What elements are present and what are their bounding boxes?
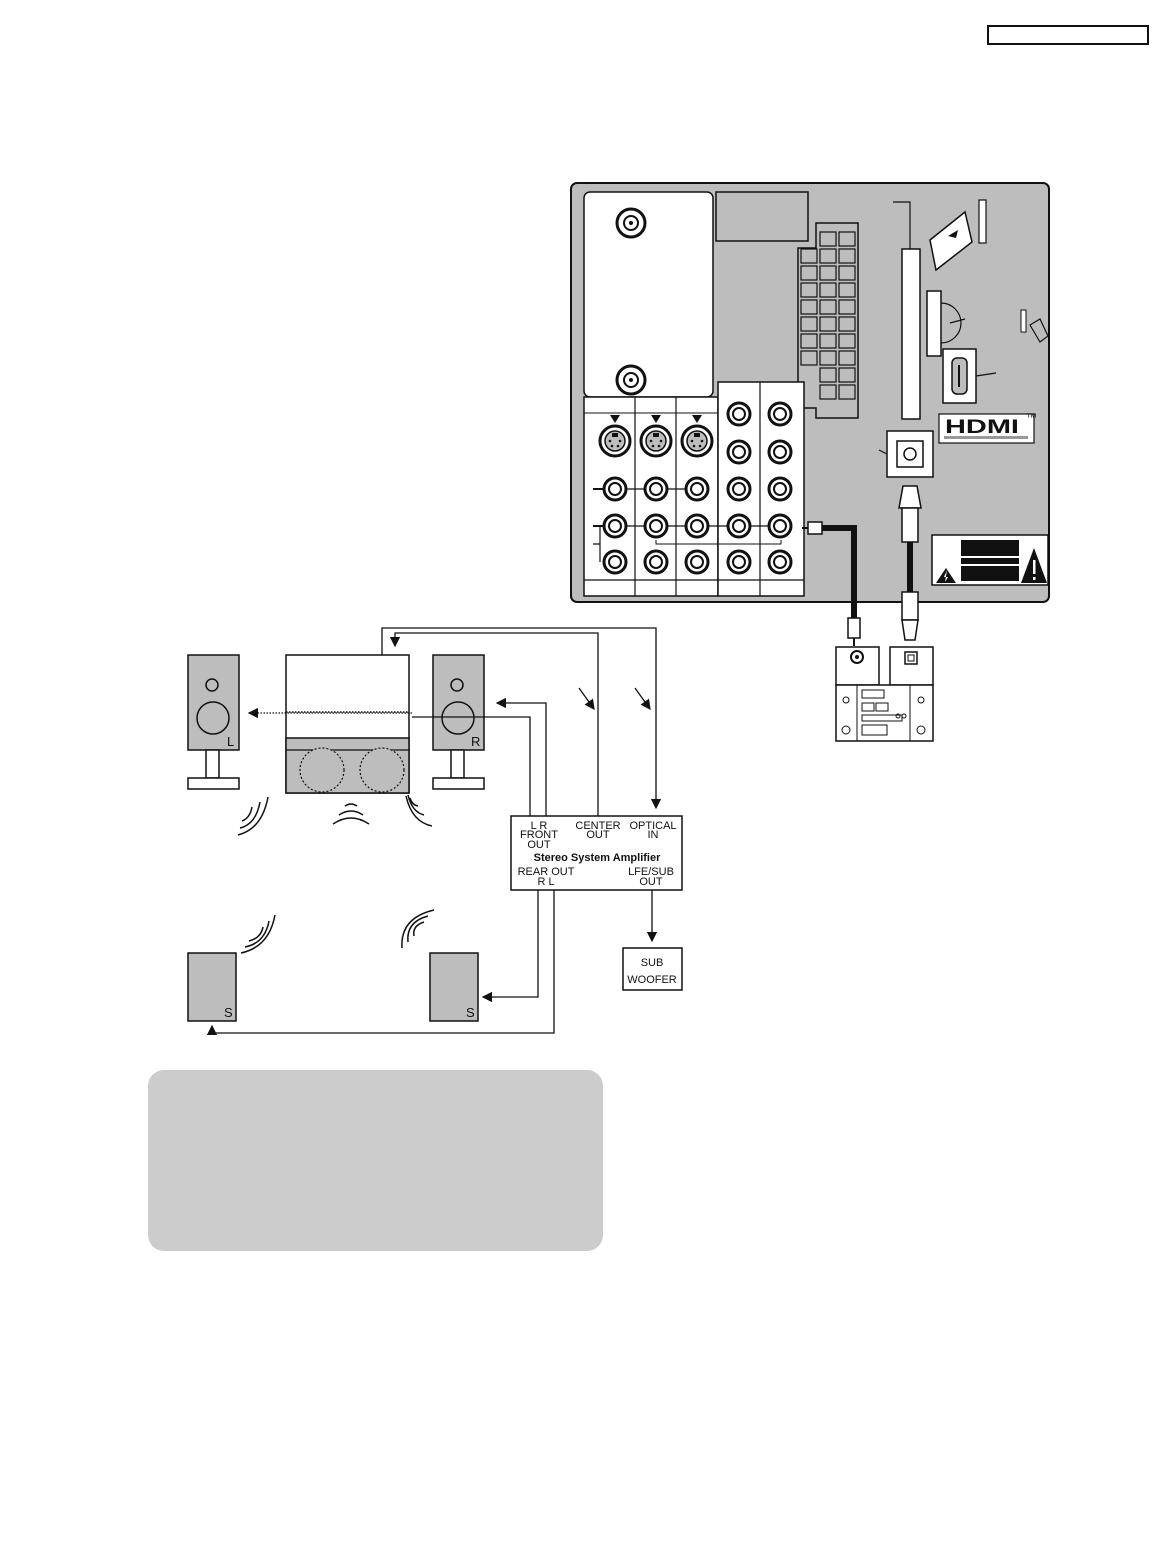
rca-jack bbox=[767, 513, 793, 539]
rca-jack bbox=[767, 476, 793, 502]
pc-card-slot bbox=[901, 248, 921, 420]
lfe-sub-out-label: LFE/SUB bbox=[628, 866, 674, 878]
svg-text:™: ™ bbox=[1026, 412, 1037, 424]
svg-text:IN: IN bbox=[648, 829, 659, 841]
rca-jack bbox=[726, 476, 752, 502]
rca-jack bbox=[684, 476, 710, 502]
stereo-system-amplifier: L R FRONT OUT CENTER OUT OPTICAL IN Ster… bbox=[510, 815, 683, 891]
warning-label bbox=[931, 534, 1049, 586]
tv-rear-panel: HDMI ™ bbox=[570, 182, 1050, 603]
note-panel bbox=[148, 1070, 603, 1251]
rca-jack bbox=[643, 476, 669, 502]
speaker-wiring bbox=[206, 627, 662, 1036]
hdmi-port bbox=[942, 348, 997, 404]
rca-jack bbox=[643, 513, 669, 539]
front-out-lr-label: L R bbox=[531, 820, 548, 832]
svg-text:HDMI: HDMI bbox=[945, 417, 1019, 438]
rear-out-label: REAR OUT bbox=[518, 866, 575, 878]
svg-text:S: S bbox=[224, 1005, 233, 1020]
hdmi-logo: HDMI ™ bbox=[938, 412, 1037, 444]
center-out-label: CENTER bbox=[575, 820, 620, 832]
svg-text:OUT: OUT bbox=[527, 839, 551, 851]
rca-jack bbox=[602, 513, 628, 539]
rca-jack bbox=[602, 476, 628, 502]
svg-text:R L: R L bbox=[537, 876, 554, 888]
svg-text:R: R bbox=[471, 734, 480, 749]
rca-jack bbox=[767, 549, 793, 575]
sd-card-slot bbox=[926, 290, 942, 357]
optical-digital-cable bbox=[898, 485, 922, 641]
s-video-port bbox=[680, 424, 714, 458]
sound-wave-icons bbox=[237, 794, 435, 954]
svg-text:L: L bbox=[227, 734, 234, 749]
front-right-speaker: R bbox=[432, 654, 485, 790]
antenna-terminal-block bbox=[583, 191, 714, 398]
subwoofer-box: SUB WOOFER bbox=[622, 947, 683, 991]
front-out-label: FRONT bbox=[520, 829, 558, 841]
s-video-port bbox=[598, 424, 632, 458]
optical-in-label: OPTICAL bbox=[629, 820, 676, 832]
av-input-section bbox=[583, 381, 805, 597]
rca-jack bbox=[767, 401, 793, 427]
rca-jack bbox=[684, 549, 710, 575]
sd-card-icon bbox=[1020, 309, 1049, 343]
amplifier-title: Stereo System Amplifier bbox=[534, 852, 661, 864]
rca-jack bbox=[602, 549, 628, 575]
rca-jack bbox=[726, 549, 752, 575]
center-speaker-unit bbox=[285, 654, 410, 794]
rca-jack bbox=[767, 439, 793, 465]
front-left-speaker: L bbox=[187, 654, 240, 790]
audio-receiver-icon bbox=[835, 646, 934, 742]
rca-jack bbox=[643, 549, 669, 575]
svg-text:OUT: OUT bbox=[639, 876, 663, 888]
s-video-port bbox=[639, 424, 673, 458]
svg-text:WOOFER: WOOFER bbox=[627, 974, 677, 986]
page-reference-box bbox=[987, 25, 1149, 45]
coaxial-digital-cable bbox=[802, 521, 861, 646]
panel-label-box bbox=[715, 191, 809, 242]
optical-digital-out-port bbox=[878, 430, 934, 478]
rca-jack bbox=[726, 401, 752, 427]
rca-jack bbox=[726, 439, 752, 465]
svg-text:S: S bbox=[466, 1005, 475, 1020]
rca-jack bbox=[726, 513, 752, 539]
card-slot-grid bbox=[797, 222, 859, 419]
rca-jack bbox=[684, 513, 710, 539]
pc-card-icon bbox=[929, 199, 987, 272]
surround-right-speaker: S bbox=[429, 952, 479, 1022]
svg-text:OUT: OUT bbox=[586, 829, 610, 841]
surround-left-speaker: S bbox=[187, 952, 237, 1022]
svg-text:SUB: SUB bbox=[641, 957, 664, 969]
